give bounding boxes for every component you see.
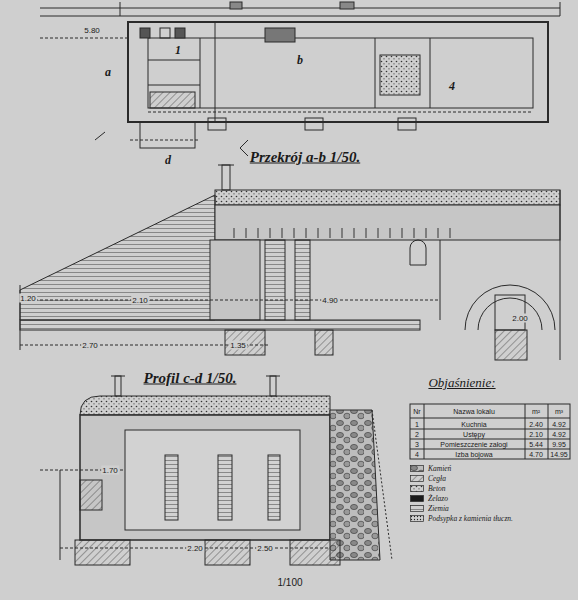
table-cell: Nazwa lokalu — [453, 408, 495, 415]
dimension-label: 1/100 — [276, 577, 303, 588]
legend-text: Kamień — [428, 465, 451, 473]
table-cell: m² — [532, 408, 540, 415]
section-title: Profil c-d 1/50. — [144, 370, 237, 387]
dimension-label: 1.20 — [19, 294, 37, 303]
table-cell: 3 — [415, 441, 419, 448]
dimension-label: 5.80 — [83, 26, 101, 35]
table-cell: Kuchnia — [461, 421, 486, 428]
table-cell: 4.70 — [529, 451, 543, 458]
table-cell: 4.92 — [552, 431, 566, 438]
legend-sample — [410, 485, 424, 492]
table-cell: Pomieszczenie załogi — [440, 441, 507, 448]
legend-text: Ziemia — [428, 505, 449, 513]
table-cell: 2 — [415, 431, 419, 438]
section-letter: 1 — [175, 43, 181, 58]
section-title: Przekrój a-b 1/50. — [250, 149, 360, 166]
table-cell: m³ — [555, 408, 563, 415]
table-cell: 1 — [415, 421, 419, 428]
table-cell: 4 — [415, 451, 419, 458]
dimension-label: 2.70 — [81, 341, 99, 350]
dimension-label: 2.00 — [511, 314, 529, 323]
legend-sample — [410, 465, 424, 472]
section-letter: 4 — [449, 79, 455, 94]
table-cell: Ustępy — [463, 431, 485, 438]
dimension-label: 2.10 — [131, 296, 149, 305]
section-letter: d — [165, 153, 171, 168]
legend-text: Beton — [428, 485, 446, 493]
legend-heading: Objaśnienie: — [428, 375, 495, 391]
legend-sample — [410, 505, 424, 512]
dimension-label: 2.20 — [186, 544, 204, 553]
table-cell: 4.92 — [552, 421, 566, 428]
table-cell: 2.40 — [529, 421, 543, 428]
table-cell: 14.95 — [550, 451, 568, 458]
legend-text: Cegła — [428, 475, 446, 483]
dimension-label: 1.35 — [229, 341, 247, 350]
legend-sample — [410, 495, 424, 502]
legend-text: Podsypka z kamienia tłuczn. — [428, 515, 513, 523]
table-cell: 2.10 — [529, 431, 543, 438]
legend-sample — [410, 515, 424, 522]
dimension-label: 1.70 — [101, 466, 119, 475]
section-letter: a — [105, 65, 111, 80]
table-cell: Nr — [413, 408, 420, 415]
table-cell: 9.95 — [552, 441, 566, 448]
table-cell: Izba bojowa — [455, 451, 492, 458]
legend-sample — [410, 475, 424, 482]
legend-text: Żelazo — [428, 495, 448, 503]
section-letter: b — [297, 53, 303, 68]
dimension-label: 4.90 — [321, 296, 339, 305]
table-cell: 5.44 — [529, 441, 543, 448]
dimension-label: 2.50 — [256, 544, 274, 553]
